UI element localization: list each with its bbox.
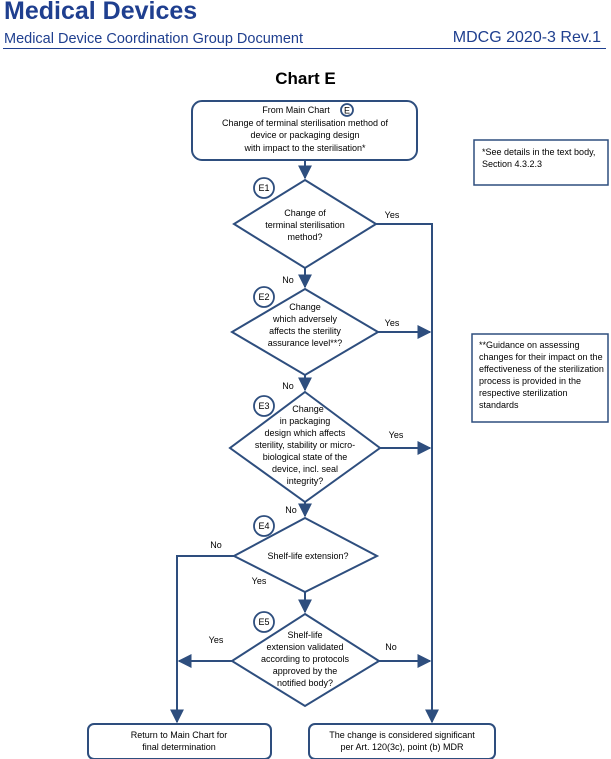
e1-no-label: No [282, 275, 294, 285]
document-title: Medical Devices [4, 0, 198, 25]
e1-question-line: terminal sterilisation [265, 220, 345, 230]
e5-question-line: notified body? [277, 678, 333, 688]
marker-e5-label: E5 [258, 617, 269, 627]
note-text-2: **Guidance on assessing changes for thei… [479, 340, 604, 410]
e3-yes-label: Yes [389, 430, 404, 440]
chart-title: Chart E [275, 69, 336, 88]
marker-e-start [340, 103, 354, 117]
marker-e2 [253, 286, 275, 308]
marker-e4 [253, 515, 275, 537]
start-line-3: device or packaging design [250, 130, 359, 140]
outcome-return-line-1: Return to Main Chart for [131, 730, 228, 740]
e2-question-line: affects the sterility [269, 326, 341, 336]
e3-question-line: integrity? [287, 476, 324, 486]
e3-question-line: Change [292, 404, 324, 414]
e5-no-label: No [385, 642, 397, 652]
marker-e-start-label: E [344, 106, 350, 116]
e5-question-line: Shelf-life [287, 630, 322, 640]
e2-question-line: assurance level**? [268, 338, 343, 348]
outcome-return-box [87, 723, 272, 759]
start-line-1: From Main Chart [262, 105, 330, 115]
outcome-significant-box [308, 723, 496, 759]
note-text-1: *See details in the text body, Section 4… [482, 147, 596, 169]
document-reference: MDCG 2020-3 Rev.1 [452, 29, 601, 46]
marker-e2-label: E2 [258, 292, 269, 302]
e5-question-line: approved by the [273, 666, 338, 676]
connector-e4-no [170, 555, 234, 724]
e2-no-label: No [282, 381, 294, 391]
outcome-significant-line-2: per Art. 120(3c), point (b) MDR [340, 742, 464, 752]
e5-question-line: extension validated [266, 642, 343, 652]
outcome-significant-line-1: The change is considered significant [329, 730, 475, 740]
e3-question-line: in packaging [280, 416, 331, 426]
note-box-1 [473, 139, 609, 186]
e3-question-line: device, incl. seal [272, 464, 338, 474]
marker-e1 [253, 177, 275, 199]
e5-yes-label: Yes [209, 635, 224, 645]
decision-e5 [230, 612, 381, 708]
e3-no-label: No [285, 505, 297, 515]
start-line-2: Change of terminal sterilisation method … [222, 118, 389, 128]
e2-question-line: which adversely [272, 314, 338, 324]
note-box-2 [471, 333, 609, 423]
e3-question-line: sterility, stability or micro- [255, 440, 355, 450]
e1-question-line: Change of [284, 208, 326, 218]
header-divider [3, 48, 606, 49]
e4-no-label: No [210, 540, 222, 550]
connector-e1-yes [376, 223, 439, 724]
outcome-return-line-2: final determination [142, 742, 216, 752]
e2-question-line: Change [289, 302, 321, 312]
document-subtitle: Medical Device Coordination Group Docume… [4, 31, 304, 47]
marker-e4-label: E4 [258, 521, 269, 531]
e3-question-line: biological state of the [263, 452, 348, 462]
e1-question-line: method? [287, 232, 322, 242]
e2-yes-label: Yes [385, 318, 400, 328]
e1-yes-label: Yes [385, 210, 400, 220]
e5-question-line: according to protocols [261, 654, 350, 664]
marker-e3 [253, 395, 275, 417]
e4-yes-label: Yes [252, 576, 267, 586]
marker-e5 [253, 611, 275, 633]
marker-e1-label: E1 [258, 183, 269, 193]
marker-e3-label: E3 [258, 401, 269, 411]
start-line-4: with impact to the sterilisation* [243, 143, 366, 153]
e3-question-line: design which affects [265, 428, 346, 438]
e4-question-line: Shelf-life extension? [267, 551, 348, 561]
